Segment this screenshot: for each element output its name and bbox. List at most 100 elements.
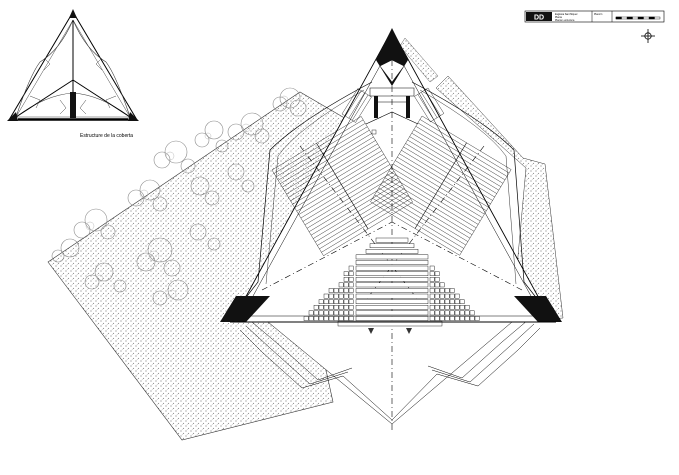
pew-seat [449, 310, 455, 316]
pew-seat [308, 310, 314, 316]
pew-seat [429, 277, 435, 282]
pew-seat [328, 310, 334, 316]
pew-row [355, 299, 429, 305]
pew-seat [449, 293, 455, 299]
pew-seat [308, 316, 314, 321]
pew-seat [348, 316, 354, 321]
pew-seat [454, 299, 460, 305]
crosshair-icon [641, 29, 655, 43]
pew-seat [348, 310, 354, 316]
right-pew-block [370, 115, 512, 256]
pew-seat [469, 310, 475, 316]
pew-seat [454, 305, 460, 310]
pew-seat [323, 299, 329, 305]
pew-seat [303, 316, 309, 321]
pew-seat [434, 271, 440, 277]
pew-row [355, 271, 429, 277]
pew-seat [338, 299, 344, 305]
pew-seat [323, 310, 329, 316]
pew-seat [434, 282, 440, 288]
pew-seat [434, 299, 440, 305]
pew-row [365, 248, 419, 254]
pew-row [355, 265, 429, 271]
pew-row [355, 288, 429, 293]
pew-seat [444, 316, 450, 321]
pew-row [355, 305, 429, 310]
pew-seat [333, 305, 339, 310]
pew-seat [328, 305, 334, 310]
right-corner-pillar [514, 296, 562, 322]
pew-seat [434, 310, 440, 316]
vegetation [51, 87, 307, 306]
inset-caption: Estructure de la coberta [80, 133, 133, 139]
pew-seat [439, 299, 445, 305]
pew-seat [444, 299, 450, 305]
pew-seat [318, 299, 324, 305]
pew-seat [323, 316, 329, 321]
pew-seat [343, 305, 349, 310]
pew-seat [348, 288, 354, 293]
scale-bar [615, 16, 661, 20]
pew-seat [429, 265, 435, 271]
pew-seat [348, 277, 354, 282]
pew-seat [328, 316, 334, 321]
pew-seat [464, 316, 470, 321]
pew-seat [343, 316, 349, 321]
pew-seat [429, 288, 435, 293]
pew-seat [454, 293, 460, 299]
pew-seat [429, 293, 435, 299]
pew-seat [333, 288, 339, 293]
pew-seat [343, 282, 349, 288]
pew-seat [313, 305, 319, 310]
roof-structure-inset: Estructure de la coberta [7, 9, 139, 139]
title-block-mark: DD [534, 15, 544, 22]
pew-seat [343, 299, 349, 305]
pew-seat [343, 293, 349, 299]
pew-seat [449, 305, 455, 310]
logo-block [526, 12, 552, 21]
pew-seat [449, 288, 455, 293]
pew-row [355, 254, 429, 260]
pew-seat [343, 310, 349, 316]
title-block-line2: Planta [555, 16, 562, 19]
tree-cluster [51, 87, 307, 306]
pew-seat [343, 288, 349, 293]
pew-seat [338, 316, 344, 321]
left-corner-pillar [220, 296, 270, 322]
pew-seat [333, 293, 339, 299]
pew-seat [439, 282, 445, 288]
altar-bench [337, 320, 443, 327]
pew-seat [439, 305, 445, 310]
pew-row [369, 243, 415, 249]
pew-seat [439, 316, 445, 321]
pew-seat [434, 293, 440, 299]
pew-seat [459, 299, 465, 305]
upper-seat-blocks [341, 87, 445, 123]
pew-seat [328, 299, 334, 305]
pew-seat [348, 271, 354, 277]
pew-seat [429, 271, 435, 277]
pew-seat [444, 293, 450, 299]
pew-seat [348, 305, 354, 310]
pew-seat [338, 282, 344, 288]
pew-seat [318, 316, 324, 321]
pew-seat [474, 316, 480, 321]
pew-seat [449, 299, 455, 305]
pew-seat [434, 288, 440, 293]
pew-seat [439, 288, 445, 293]
title-block: DD Església Sant Miquel Planta Planta i … [524, 10, 665, 23]
pew-seat [429, 305, 435, 310]
altar-steps [368, 328, 412, 334]
title-block-line1: Església Sant Miquel [555, 13, 578, 16]
pew-seat [464, 305, 470, 310]
pew-seat [313, 310, 319, 316]
pew-seat [333, 299, 339, 305]
pew-seat [464, 310, 470, 316]
pew-seat [459, 310, 465, 316]
pew-seat [449, 316, 455, 321]
church-plan [220, 28, 562, 432]
pew-seat [318, 305, 324, 310]
pew-seat [459, 316, 465, 321]
pew-row [355, 316, 429, 321]
